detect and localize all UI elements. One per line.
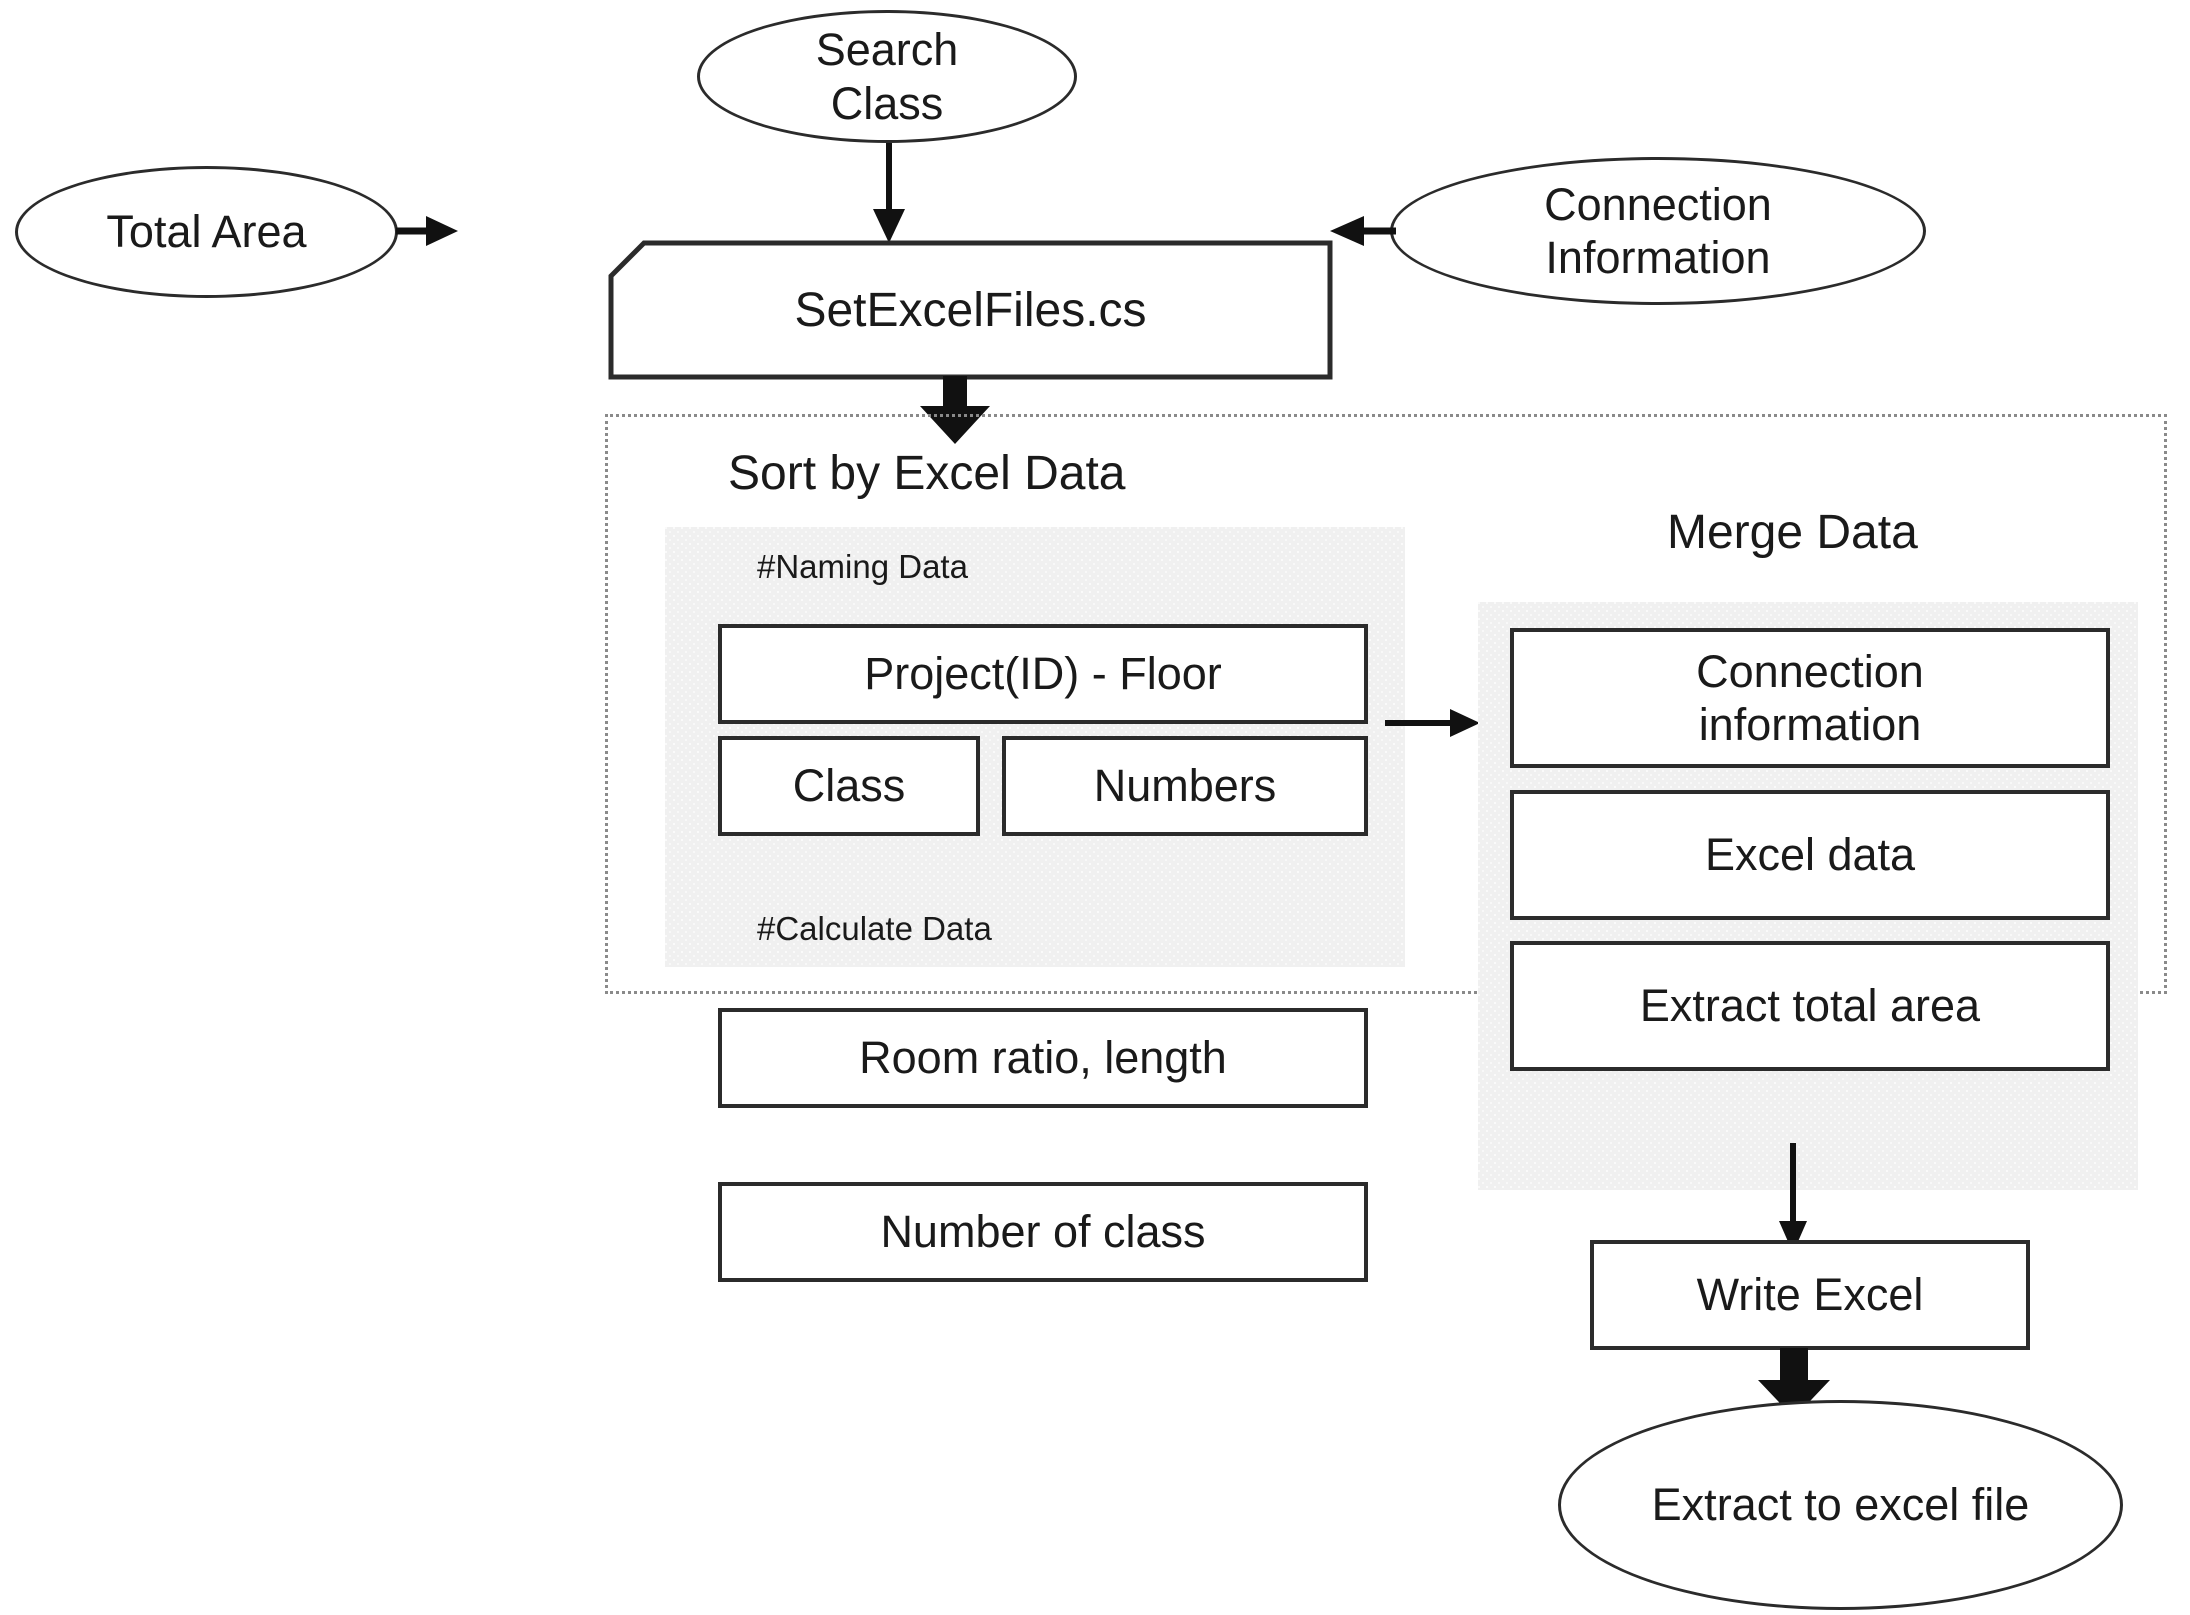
box-room-ratio-length[interactable]: Room ratio, length bbox=[718, 1008, 1368, 1108]
node-extract-to-excel-file-label: Extract to excel file bbox=[1651, 1479, 2030, 1531]
box-merge-connection-information-line1: Connection bbox=[1696, 645, 1924, 697]
box-class[interactable]: Class bbox=[718, 736, 980, 836]
box-merge-excel-data[interactable]: Excel data bbox=[1510, 790, 2110, 920]
caption-merge-data: Merge Data bbox=[1667, 505, 1918, 560]
box-class-label: Class bbox=[792, 760, 906, 812]
box-merge-connection-information-line2: information bbox=[1698, 699, 1922, 750]
box-merge-connection-information[interactable]: Connection information bbox=[1510, 628, 2110, 768]
group-sort-by-excel-data bbox=[605, 414, 2167, 994]
box-number-of-class[interactable]: Number of class bbox=[718, 1182, 1368, 1282]
box-merge-excel-data-label: Excel data bbox=[1704, 829, 1916, 881]
connector-connection-information-to-setexcelfiles bbox=[1330, 211, 1396, 251]
connector-merge-data-to-write-excel bbox=[1773, 1143, 1813, 1253]
box-write-excel[interactable]: Write Excel bbox=[1590, 1240, 2030, 1350]
box-numbers[interactable]: Numbers bbox=[1002, 736, 1368, 836]
caption-calculate-data: #Calculate Data bbox=[757, 910, 992, 948]
node-total-area-label: Total Area bbox=[106, 206, 307, 258]
connector-write-excel-to-extract-file bbox=[1750, 1348, 1840, 1418]
node-connection-information[interactable]: Connection Information bbox=[1390, 157, 1926, 305]
caption-merge-data-text: Merge Data bbox=[1667, 506, 1918, 559]
box-merge-extract-total-area[interactable]: Extract total area bbox=[1510, 941, 2110, 1071]
connector-setexcelfiles-to-sort-group bbox=[910, 376, 1000, 444]
caption-naming-data: #Naming Data bbox=[757, 548, 968, 586]
connector-naming-data-to-merge-data bbox=[1385, 705, 1480, 741]
box-project-id-floor-label: Project(ID) - Floor bbox=[864, 648, 1222, 700]
node-search-class[interactable]: Search Class bbox=[697, 10, 1077, 143]
caption-naming-data-text: #Naming Data bbox=[757, 548, 968, 585]
box-merge-extract-total-area-label: Extract total area bbox=[1639, 980, 1981, 1032]
node-connection-information-label-line1: Connection bbox=[1544, 178, 1772, 230]
box-number-of-class-label: Number of class bbox=[880, 1206, 1206, 1258]
caption-sort-by-excel-data-text: Sort by Excel Data bbox=[728, 447, 1126, 500]
connector-search-class-to-setexcelfiles bbox=[869, 143, 909, 243]
caption-sort-by-excel-data: Sort by Excel Data bbox=[728, 446, 1126, 501]
node-search-class-label-line2: Class bbox=[830, 77, 944, 129]
node-setexcelfiles-label: SetExcelFiles.cs bbox=[794, 283, 1147, 337]
box-project-id-floor[interactable]: Project(ID) - Floor bbox=[718, 624, 1368, 724]
node-extract-to-excel-file[interactable]: Extract to excel file bbox=[1558, 1400, 2123, 1610]
caption-calculate-data-text: #Calculate Data bbox=[757, 910, 992, 947]
connector-total-area-to-setexcelfiles bbox=[396, 211, 458, 251]
box-room-ratio-length-label: Room ratio, length bbox=[859, 1032, 1227, 1084]
box-write-excel-label: Write Excel bbox=[1696, 1269, 1924, 1321]
node-setexcelfiles[interactable]: SetExcelFiles.cs bbox=[608, 240, 1333, 380]
node-connection-information-label-line2: Information bbox=[1545, 232, 1771, 283]
node-search-class-label-line1: Search bbox=[815, 24, 959, 76]
box-numbers-label: Numbers bbox=[1093, 760, 1277, 812]
node-total-area[interactable]: Total Area bbox=[15, 166, 398, 298]
